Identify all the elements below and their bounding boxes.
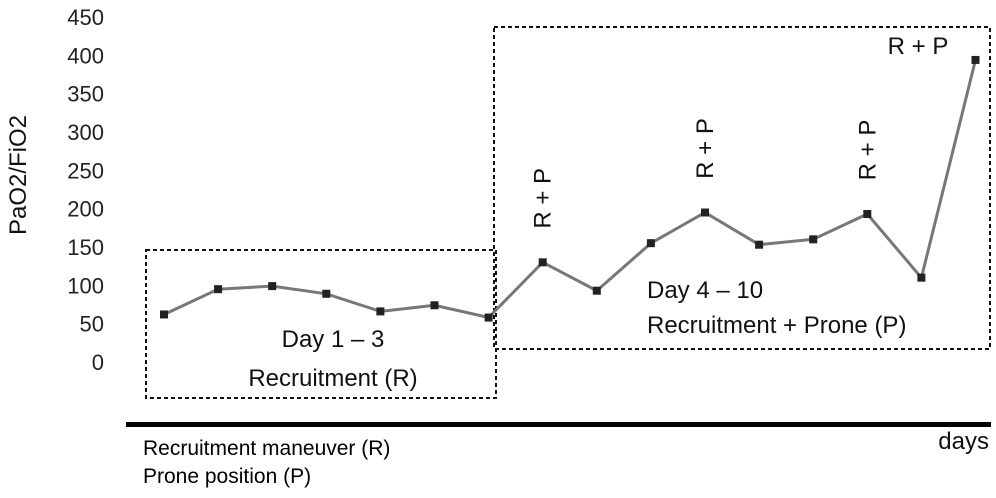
data-point-markers [160,55,980,322]
y-axis-label: PaO2/FiO2 [5,115,32,235]
annotation-r-plus-p-day-14: R + P [854,120,881,181]
y-tick-label: 400 [67,43,104,68]
region-label-day-1-3: Day 1 – 3 [282,326,385,353]
y-tick-label: 350 [67,82,104,107]
data-point [160,310,168,319]
data-point [646,239,655,248]
data-point [592,286,601,295]
x-axis-label: days [938,428,989,455]
data-point [863,210,872,219]
y-tick-label: 100 [67,273,104,298]
region-label-day-4-10: Day 4 – 10 [647,277,763,304]
region-box-day-1-3 [145,249,497,399]
y-tick-label: 450 [67,5,104,30]
data-point [430,301,439,310]
data-point [701,208,709,217]
region-label-recruitment: Recruitment (R) [248,365,417,392]
y-tick-label: 50 [80,312,104,337]
y-tick-label: 150 [67,235,104,260]
data-point [809,235,818,244]
region-label-recruitment-prone: Recruitment + Prone (P) [647,312,906,339]
annotation-r-plus-p-day-16: R + P [888,33,949,60]
annotation-r-plus-p-day-11: R + P [692,118,719,179]
data-point [322,289,331,298]
data-point [917,273,926,282]
y-axis-ticks: 0 50 100 150 200 250 300 350 400 450 [67,5,104,375]
data-point [376,307,385,316]
legend: Recruitment maneuver (R) Prone position … [143,435,390,491]
x-axis-line [126,422,991,427]
pao2-fio2-series-line [163,59,977,320]
data-point [538,258,547,267]
data-point [268,282,277,291]
legend-prone-position: Prone position (P) [143,465,312,488]
data-point [214,285,223,294]
data-point [755,240,764,249]
y-tick-label: 300 [67,120,104,145]
region-box-day-4-10 [493,26,991,350]
y-tick-label: 200 [67,197,104,222]
y-tick-label: 0 [92,350,104,375]
data-point [971,55,980,64]
y-tick-label: 250 [67,158,104,183]
annotation-r-plus-p-day-8: R + P [530,168,557,229]
data-point [484,313,493,322]
legend-recruitment-maneuver: Recruitment maneuver (R) [143,437,391,460]
